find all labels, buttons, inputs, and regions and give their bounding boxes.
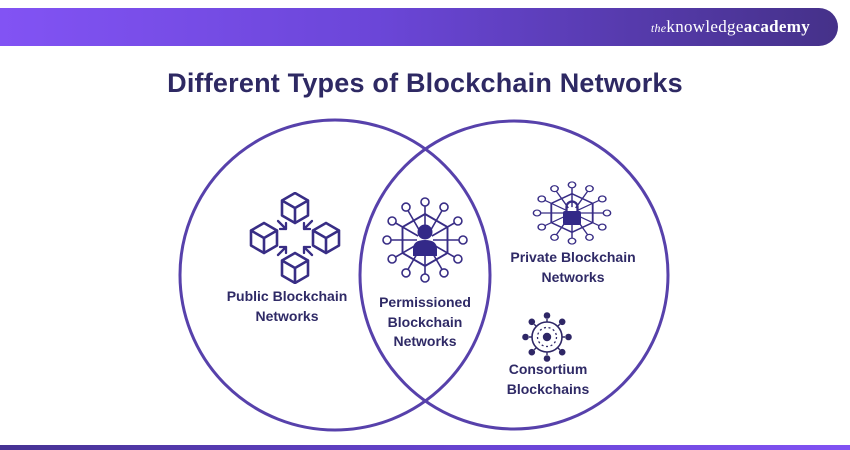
lock-network-icon [532, 181, 612, 245]
left-venn-circle [178, 118, 492, 432]
label-line: Private Blockchain [510, 249, 636, 265]
logo-word-knowledge: knowledge [666, 17, 744, 36]
consortium-hub-icon [522, 312, 572, 362]
label-line: Blockchains [506, 380, 590, 397]
label-line: Networks [255, 307, 319, 324]
logo-prefix: the [650, 21, 667, 35]
label-permissioned-blockchain-networks: Permissioned Blockchain Networks [355, 293, 495, 352]
label-line: Public Blockchain [226, 288, 348, 304]
user-network-icon [382, 197, 468, 283]
knowledge-academy-logo: theknowledgeacademy [651, 17, 810, 37]
label-private-blockchain-networks: Private Blockchain Networks [483, 248, 663, 287]
label-consortium-blockchains: Consortium Blockchains [468, 360, 628, 399]
label-public-blockchain-networks: Public Blockchain Networks [192, 287, 382, 326]
logo-word-academy: academy [743, 17, 810, 36]
right-venn-circle [358, 119, 670, 431]
label-line: Consortium [508, 361, 588, 377]
label-line: Networks [541, 268, 605, 285]
label-line: Networks [393, 333, 457, 350]
bottom-accent-bar [0, 445, 850, 450]
label-line: Permissioned [379, 294, 471, 310]
top-brand-bar: theknowledgeacademy [0, 8, 838, 46]
page-title: Different Types of Blockchain Networks [167, 68, 683, 98]
blockchain-cubes-icon [249, 192, 341, 284]
label-line: Blockchain [387, 313, 463, 330]
